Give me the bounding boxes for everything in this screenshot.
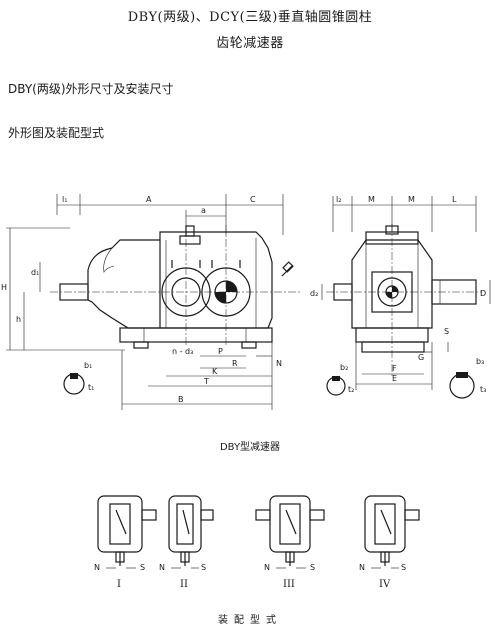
title-line-2: 齿轮减速器 [216, 36, 284, 51]
form-3-s: S [310, 563, 315, 572]
dim-t: T [203, 377, 209, 386]
dim-h-lower: h [16, 315, 21, 324]
form-2-s: S [201, 563, 206, 572]
dim-c: C [250, 195, 256, 204]
dim-n: N [276, 359, 282, 368]
form-2-n: N [159, 563, 165, 572]
assembly-form-4: N S IV [359, 495, 420, 590]
assembly-form-2: N S II [159, 495, 214, 590]
dim-t1: t₁ [88, 383, 94, 392]
form-1-n: N [94, 563, 100, 572]
form-2-roman: II [180, 579, 188, 590]
dim-r: R [232, 359, 238, 368]
title-line-1: DBY(两级)、DCY(三级)垂直轴圆锥圆柱 [127, 10, 373, 25]
form-heading: 外形图及装配型式 [8, 126, 105, 140]
dim-k: K [212, 367, 218, 376]
dim-n-d3: n - d₃ [172, 347, 193, 356]
dims-heading: DBY(两级)外形尺寸及安装尺寸 [8, 82, 174, 96]
dim-m-left: M [368, 195, 375, 204]
dim-a-upper: A [146, 195, 152, 204]
dim-t2: t₂ [348, 385, 354, 394]
dim-l2: l₂ [336, 195, 341, 204]
assembly-form-3: N S III [255, 495, 325, 590]
form-3-n: N [264, 563, 270, 572]
form-4-n: N [359, 563, 365, 572]
form-4-roman: IV [379, 579, 391, 590]
dim-l1: l₁ [62, 195, 67, 204]
assembly-form-1: N S I [94, 495, 157, 590]
assembly-caption: 装配型式 [218, 615, 282, 626]
dim-s: S [444, 327, 449, 336]
dim-l: L [452, 195, 457, 204]
form-1-roman: I [117, 579, 121, 590]
dim-b3: b₃ [476, 357, 484, 366]
form-3-roman: III [283, 579, 295, 590]
side-view: l₂ M M L D d₂ S [310, 195, 491, 399]
dim-e: E [392, 374, 397, 383]
dim-p: P [218, 347, 223, 356]
front-view: l₁ A C a H h d₁ [1, 194, 300, 410]
dim-t3: t₃ [480, 385, 486, 394]
dim-m-right: M [408, 195, 415, 204]
dim-b1: b₁ [84, 361, 92, 370]
dim-f: F [392, 364, 397, 373]
dim-a-lower: a [201, 206, 206, 215]
dim-b2: b₂ [340, 363, 348, 372]
dim-d: D [480, 289, 486, 298]
drawing-caption: DBY型减速器 [219, 442, 281, 453]
dim-d2: d₂ [310, 289, 318, 298]
form-4-s: S [401, 563, 406, 572]
dim-g: G [418, 353, 424, 362]
form-1-s: S [140, 563, 145, 572]
dim-h-upper: H [1, 283, 7, 292]
dim-d1: d₁ [31, 268, 39, 277]
dim-b: B [178, 395, 184, 404]
